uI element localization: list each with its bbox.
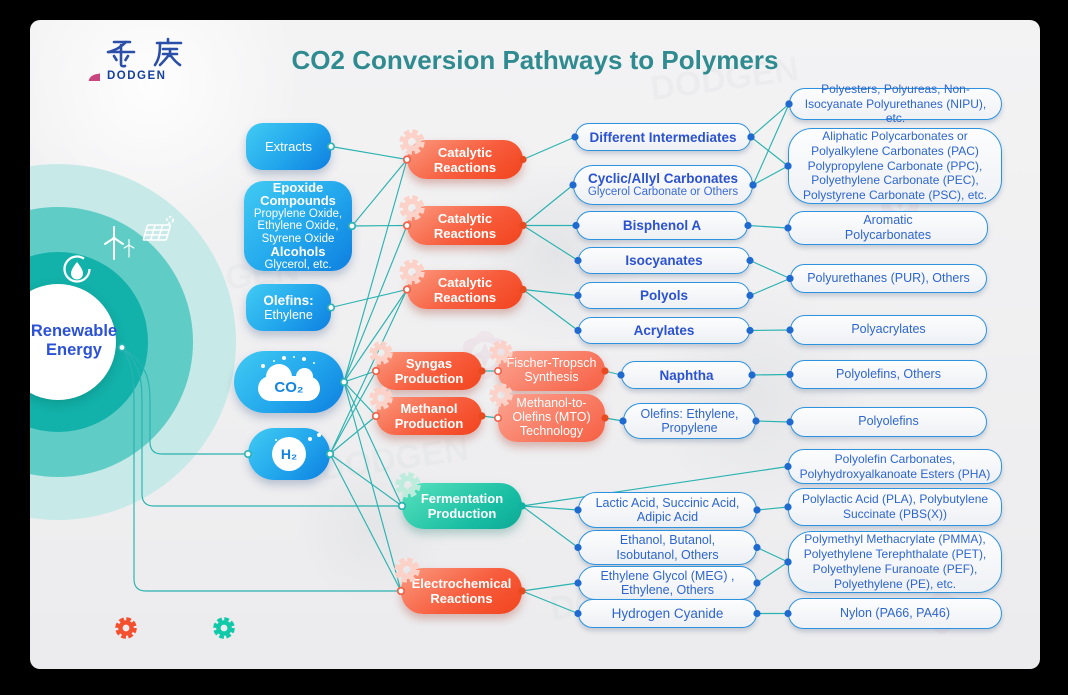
diagram-card: DODGEN DODGEN DODGEN DODGEN — [30, 20, 1040, 669]
intermediate-polyols: Polyols — [578, 282, 750, 309]
logo-wordmark: DODGEN — [107, 70, 167, 82]
feedstock-olefins: Olefins: Ethylene — [246, 284, 331, 331]
product-aromatic-polycarbonates: Aromatic Polycarbonates — [788, 211, 988, 245]
process-catalytic-reactions-2: Catalytic Reactions — [407, 206, 523, 245]
product-polyurethanes: Polyurethanes (PUR), Others — [790, 264, 987, 293]
acrylates-label: Acrylates — [633, 323, 695, 338]
meg-label: Ethylene Glycol (MEG) , Ethylene, Others — [600, 568, 735, 597]
isocyanates-label: Isocyanates — [625, 253, 703, 268]
renewable-energy-label: Renewable Energy — [30, 322, 118, 359]
intermediate-olefins-ethylene-propylene: Olefins: Ethylene, Propylene — [623, 403, 756, 439]
product-nylon: Nylon (PA66, PA46) — [788, 598, 1002, 629]
process-catalytic-reactions-1: Catalytic Reactions — [407, 140, 523, 179]
product-polyacrylates: Polyacrylates — [790, 315, 987, 345]
lactic-label: Lactic Acid, Succinic Acid, Adipic Acid — [595, 495, 740, 524]
h2-specks — [308, 437, 312, 441]
olefins-sub: Ethylene — [264, 308, 313, 322]
product-pmma-pet-pef-pe: Polymethyl Methacrylate (PMMA), Polyethy… — [788, 531, 1002, 593]
pur-label: Polyurethanes (PUR), Others — [807, 270, 970, 285]
h2-label: H₂ — [280, 446, 298, 462]
feedstock-extracts: Extracts — [246, 123, 331, 170]
co2-cloud-icon: CO₂ — [258, 364, 320, 401]
product-polyolefin-carbonates-pha: Polyolefin Carbonates, Polyhydroxyalkano… — [788, 449, 1002, 484]
intermediate-isocyanates: Isocyanates — [578, 247, 750, 274]
pha-label: Polyolefin Carbonates, Polyhydroxyalkano… — [799, 451, 991, 481]
nipu-label: Polyesters, Polyureas, Non-Isocyanate Po… — [804, 81, 987, 126]
pac-label: Aliphatic Polycarbonates or Polyalkylene… — [802, 128, 988, 203]
polyols-label: Polyols — [639, 288, 688, 303]
cyclic-label: Cyclic/Allyl Carbonates — [587, 171, 739, 187]
bisphenol-label: Bisphenol A — [622, 218, 702, 233]
pmma-label: Polymethyl Methacrylate (PMMA), Polyethy… — [803, 532, 987, 591]
cyclic-sub-label: Glycerol Carbonate or Others — [587, 186, 739, 199]
intermediate-lactic-succinic-adipic: Lactic Acid, Succinic Acid, Adipic Acid — [578, 492, 757, 528]
nylon-label: Nylon (PA66, PA46) — [839, 605, 950, 620]
logo-chinese — [106, 37, 183, 68]
fermentation-label: Fermentation Production — [420, 491, 504, 521]
catalytic1-label: Catalytic Reactions — [433, 144, 497, 175]
process-electrochemical-reactions: Electrochemical Reactions — [401, 568, 522, 614]
wind-turbine-icon — [104, 226, 135, 260]
product-nipu: Polyesters, Polyureas, Non-Isocyanate Po… — [789, 82, 1002, 125]
fischer-label: Fischer-Tropsch Synthesis — [506, 356, 597, 384]
h2-circle-icon: H₂ — [272, 437, 306, 471]
product-polyolefins: Polyolefins — [790, 407, 987, 437]
intermediate-acrylates: Acrylates — [578, 317, 750, 344]
process-fermentation-production: Fermentation Production — [402, 483, 522, 529]
product-aliphatic-polycarbonates: Aliphatic Polycarbonates or Polyalkylene… — [788, 128, 1002, 204]
feedstock-h2: H₂ — [248, 428, 330, 480]
catalytic2-label: Catalytic Reactions — [433, 210, 497, 241]
syngas-label: Syngas Production — [394, 356, 464, 386]
solar-panel-icon — [142, 215, 174, 241]
catalytic3-label: Catalytic Reactions — [433, 274, 497, 305]
teal-gear-icon — [212, 616, 236, 640]
intermediate-ethanol-butanol: Ethanol, Butanol, Isobutanol, Others — [578, 530, 757, 565]
watermark-text: DODGEN — [318, 429, 472, 489]
polyolefins-label: Polyolefins — [858, 414, 919, 429]
pla-label: Polylactic Acid (PLA), Polybutylene Succ… — [801, 492, 989, 521]
epoxide-title: Epoxide Compounds — [260, 179, 336, 209]
process-syngas-production: Syngas Production — [376, 352, 482, 390]
alcohols-title: Alcohols — [270, 244, 326, 260]
extracts-label: Extracts — [265, 139, 312, 154]
co2-specks — [261, 364, 265, 368]
product-pla-pbs: Polylactic Acid (PLA), Polybutylene Succ… — [788, 488, 1002, 526]
process-methanol-production: Methanol Production — [376, 397, 482, 435]
olefins-title: Olefins: — [263, 293, 314, 308]
electrochemical-label: Electrochemical Reactions — [411, 576, 512, 606]
process-fischer-tropsch: Fischer-Tropsch Synthesis — [498, 351, 605, 391]
ethanol-label: Ethanol, Butanol, Isobutanol, Others — [616, 533, 719, 562]
co2-label: CO₂ — [274, 379, 304, 396]
product-polyolefins-others: Polyolefins, Others — [790, 360, 987, 389]
intermediate-different-intermediates: Different Intermediates — [575, 123, 751, 151]
feedstock-epoxide-compounds: Epoxide Compounds Propylene Oxide, Ethyl… — [244, 181, 352, 271]
di-label: Different Intermediates — [589, 129, 737, 145]
methanol-label: Methanol Production — [394, 401, 464, 431]
mto-label: Methanol-to-Olefins (MTO) Technology — [512, 396, 591, 438]
feedstock-co2: CO₂ — [234, 351, 344, 413]
process-mto-technology: Methanol-to-Olefins (MTO) Technology — [498, 394, 605, 442]
intermediate-ethylene-glycol: Ethylene Glycol (MEG) , Ethylene, Others — [578, 566, 757, 600]
alcohols-items: Glycerol, etc. — [264, 258, 332, 271]
hcn-label: Hydrogen Cyanide — [611, 605, 724, 621]
intermediate-cyclic-allyl-carbonates: Cyclic/Allyl Carbonates Glycerol Carbona… — [573, 165, 753, 205]
polyacrylates-label: Polyacrylates — [851, 322, 926, 337]
intermediate-bisphenol-a: Bisphenol A — [576, 211, 748, 240]
process-catalytic-reactions-3: Catalytic Reactions — [407, 270, 523, 309]
epoxide-items: Propylene Oxide, Ethylene Oxide, Styrene… — [253, 207, 343, 245]
olefins2-label: Olefins: Ethylene, Propylene — [640, 406, 739, 435]
page-title: CO2 Conversion Pathways to Polymers — [291, 45, 779, 75]
red-gear-icon — [114, 616, 138, 640]
intermediate-hydrogen-cyanide: Hydrogen Cyanide — [578, 599, 757, 628]
aromatic-label: Aromatic Polycarbonates — [844, 212, 932, 243]
naphtha-label: Naphtha — [659, 367, 714, 383]
intermediate-naphtha: Naphtha — [621, 361, 752, 389]
polyolefins-others-label: Polyolefins, Others — [836, 366, 941, 381]
water-drop-icon — [63, 255, 91, 283]
